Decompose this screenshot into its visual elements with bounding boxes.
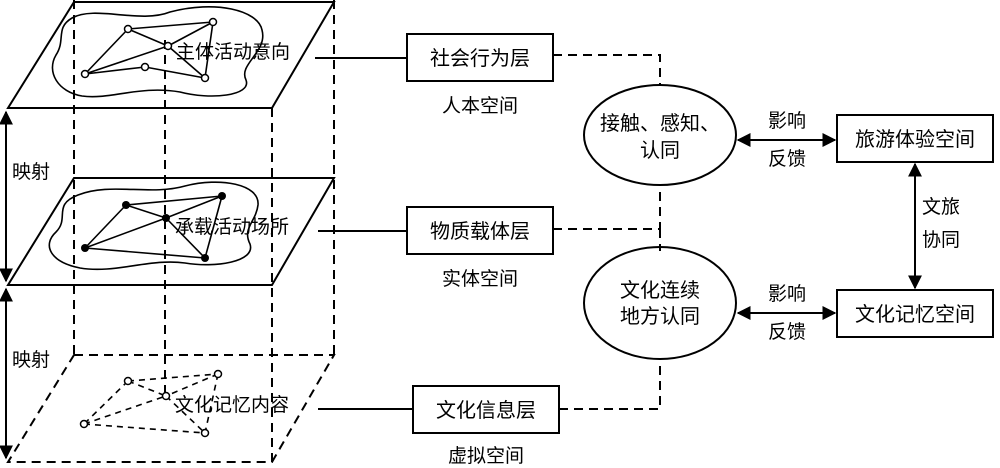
blob-top <box>51 6 264 98</box>
arrow-upper-line2: 反馈 <box>768 148 806 170</box>
middle-inner-label: 承载活动场所 <box>175 216 289 238</box>
space-label-humanistic: 人本空间 <box>442 95 518 117</box>
arrow-lower-line2: 反馈 <box>768 321 806 343</box>
mapping-label-lower: 映射 <box>12 349 50 371</box>
mapping-label-upper: 映射 <box>12 161 50 183</box>
ellipse-lower-line1: 文化连续 <box>620 278 700 302</box>
box-tourism-experience-space <box>836 114 994 163</box>
box-tourism-experience-label: 旅游体验空间 <box>855 127 975 151</box>
dash-box-bottom-to-ellipse <box>559 360 661 410</box>
ellipse-cultural-continuity <box>583 246 737 360</box>
arrow-vertical-line1: 文旅 <box>922 196 960 218</box>
box-social-behavior-layer <box>406 33 554 82</box>
plane-bottom <box>6 354 336 463</box>
ellipse-upper-line1: 接触、感知、 <box>600 111 720 135</box>
arrow-lower-line1: 影响 <box>768 283 806 305</box>
box-material-carrier-layer <box>406 206 554 255</box>
space-label-virtual: 虚拟空间 <box>448 445 524 467</box>
ellipse-contact-perception <box>583 84 737 186</box>
arrow-vertical-line2: 协同 <box>922 229 960 251</box>
ellipse-upper-line2: 认同 <box>640 138 680 162</box>
network-bottom <box>79 369 223 438</box>
dash-box-top-to-ellipse <box>553 54 661 86</box>
box-cultural-memory-space <box>836 289 994 338</box>
box-material-carrier-label: 物质载体层 <box>430 219 530 243</box>
bottom-inner-label: 文化记忆内容 <box>175 394 289 416</box>
top-inner-label: 主体活动意向 <box>176 41 290 63</box>
blob-middle <box>48 181 259 271</box>
plane-middle <box>6 177 336 286</box>
box-cultural-info-label: 文化信息层 <box>436 398 536 422</box>
network-top <box>80 17 218 83</box>
dash-box-middle-to-ellipse-upper <box>553 184 661 230</box>
space-label-physical: 实体空间 <box>442 268 518 290</box>
ellipse-lower-line2: 地方认同 <box>620 304 700 328</box>
arrow-upper-line1: 影响 <box>768 110 806 132</box>
plane-top <box>6 0 336 109</box>
box-social-behavior-label: 社会行为层 <box>430 46 530 70</box>
network-middle <box>81 192 226 262</box>
box-cultural-memory-label: 文化记忆空间 <box>855 302 975 326</box>
